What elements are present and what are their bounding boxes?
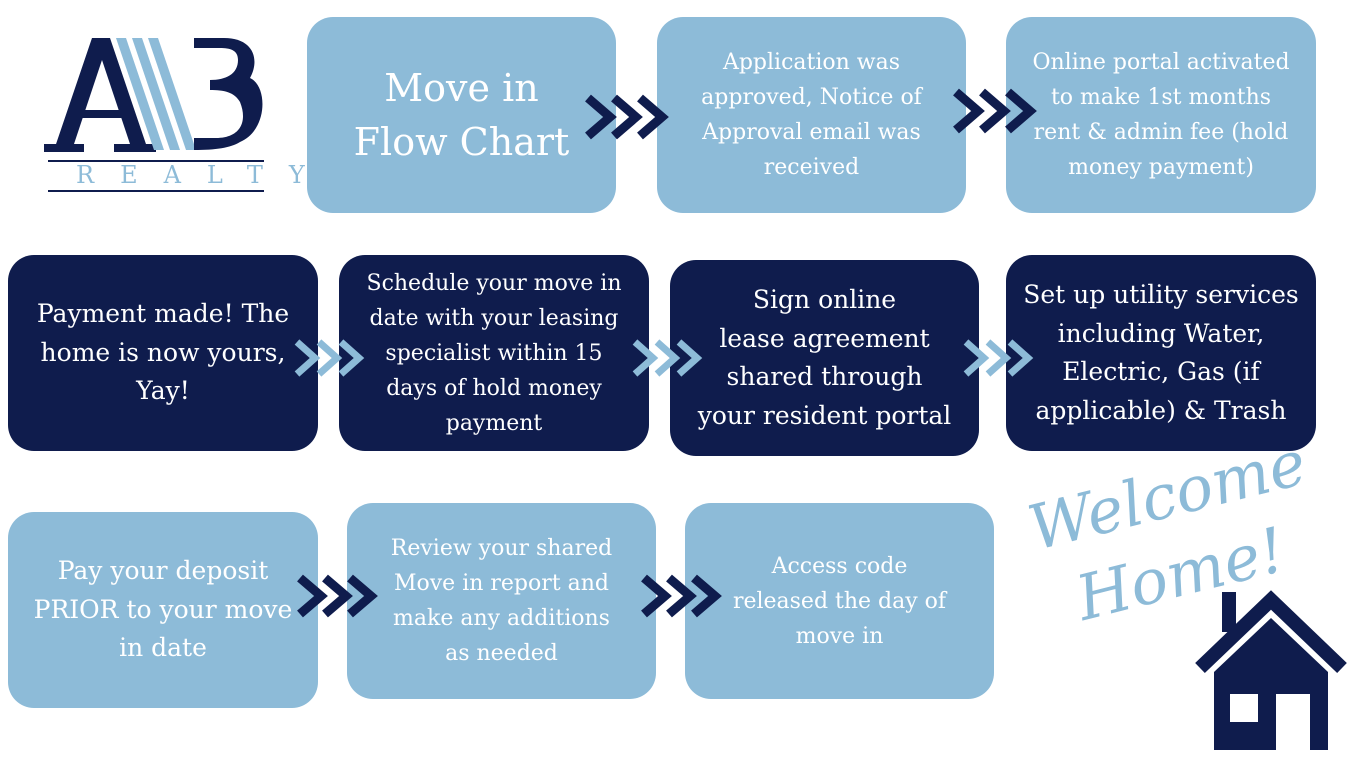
- chevron-right-icon: [641, 574, 722, 618]
- logo-realty-text: REALTY: [76, 161, 331, 189]
- chevron-right-icon: [953, 88, 1037, 134]
- step-application-approved: Application was approved, Notice of Appr…: [657, 17, 966, 213]
- step-schedule-move-in: Schedule your move in date with your lea…: [339, 255, 649, 451]
- step-utility-services: Set up utility services including Water,…: [1006, 255, 1316, 451]
- chevron-right-icon: [294, 339, 365, 377]
- step-pay-deposit: Pay your deposit PRIOR to your move in d…: [8, 512, 318, 708]
- chevron-right-icon: [963, 339, 1034, 377]
- step-payment-made: Payment made! The home is now yours, Yay…: [8, 255, 318, 451]
- ab-realty-logo: REALTY: [44, 30, 331, 198]
- title-box: Move in Flow Chart: [307, 17, 616, 213]
- step-access-code: Access code released the day of move in: [685, 503, 994, 699]
- step-sign-lease: Sign online lease agreement shared throu…: [670, 260, 979, 456]
- flow-chart-title: Move in Flow Chart: [353, 66, 570, 164]
- chevron-right-icon: [632, 339, 703, 377]
- house-icon: [1195, 590, 1347, 750]
- chevron-right-icon: [297, 574, 378, 618]
- chevron-right-icon: [585, 94, 669, 140]
- step-review-report: Review your shared Move in report and ma…: [347, 503, 656, 699]
- step-online-portal-activated: Online portal activated to make 1st mont…: [1006, 17, 1316, 213]
